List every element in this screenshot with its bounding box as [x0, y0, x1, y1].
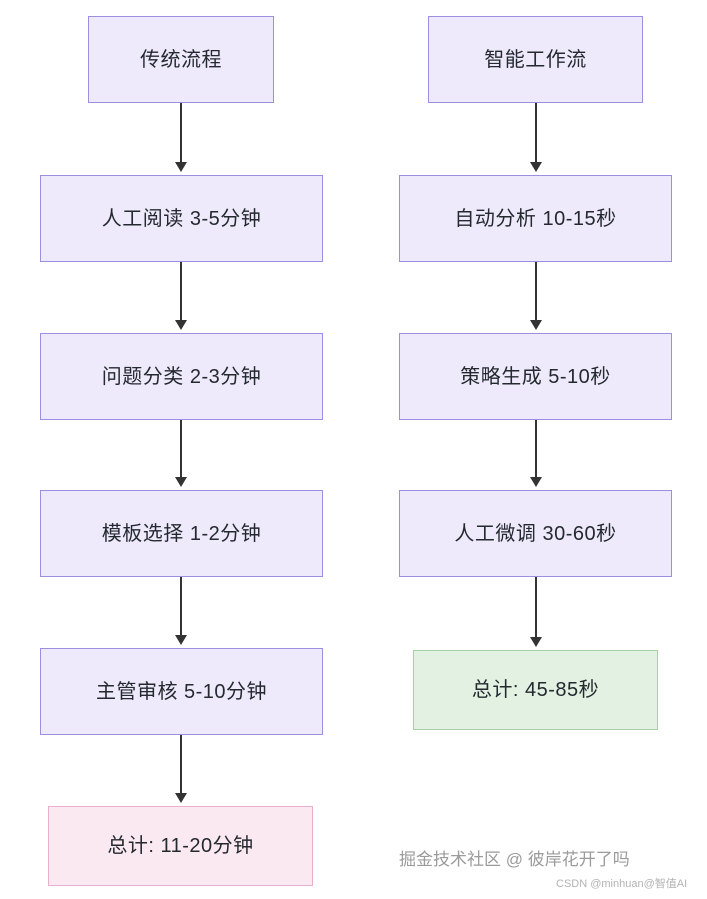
node-intelligent-start[interactable]: 智能工作流 — [428, 16, 643, 103]
arrow-traditional-3 — [180, 420, 182, 478]
node-intelligent-step1[interactable]: 自动分析 10-15秒 — [399, 175, 672, 262]
node-traditional-step3[interactable]: 模板选择 1-2分钟 — [40, 490, 323, 577]
node-traditional-total[interactable]: 总计: 11-20分钟 — [48, 806, 313, 886]
arrow-traditional-2 — [180, 262, 182, 321]
node-traditional-step1[interactable]: 人工阅读 3-5分钟 — [40, 175, 323, 262]
arrow-intelligent-2 — [535, 262, 537, 321]
node-traditional-step2[interactable]: 问题分类 2-3分钟 — [40, 333, 323, 420]
watermark-author: CSDN @minhuan@智值AI — [556, 878, 688, 890]
arrow-intelligent-1 — [535, 103, 537, 163]
node-traditional-start[interactable]: 传统流程 — [88, 16, 274, 103]
watermark-community: 掘金技术社区 @ 彼岸花开了吗 — [399, 850, 630, 869]
node-intelligent-step3[interactable]: 人工微调 30-60秒 — [399, 490, 672, 577]
arrow-intelligent-3 — [535, 420, 537, 478]
node-intelligent-total[interactable]: 总计: 45-85秒 — [413, 650, 658, 730]
node-intelligent-step2[interactable]: 策略生成 5-10秒 — [399, 333, 672, 420]
arrow-traditional-5 — [180, 735, 182, 794]
node-traditional-step4[interactable]: 主管审核 5-10分钟 — [40, 648, 323, 735]
arrow-traditional-4 — [180, 577, 182, 636]
arrow-intelligent-4 — [535, 577, 537, 638]
arrow-traditional-1 — [180, 103, 182, 163]
